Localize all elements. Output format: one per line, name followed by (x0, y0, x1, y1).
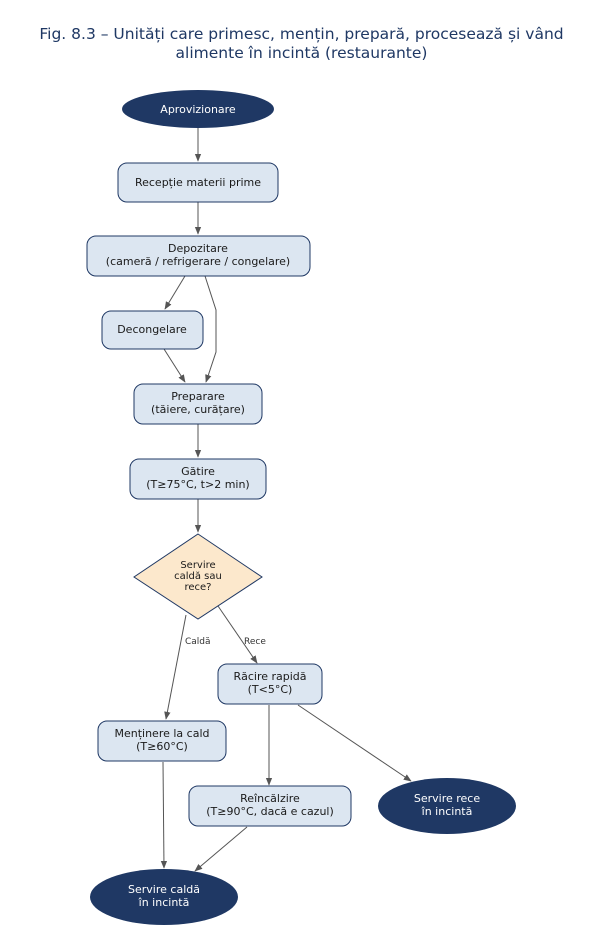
node-receptie-label: Recepție materii prime (135, 176, 261, 189)
node-preparare-line-1: Preparare (171, 390, 225, 403)
node-preparare-line-2: (tăiere, curățare) (151, 403, 245, 416)
figure-title: Fig. 8.3 – Unități care primesc, mențin,… (0, 25, 603, 63)
node-aprovizionare: Aprovizionare (122, 90, 274, 128)
edge-racire-servire-rece (297, 704, 412, 782)
node-decizie: Servire caldă sau rece? (133, 533, 263, 620)
node-servire-rece-line-2: în incintă (421, 805, 473, 818)
node-decizie-line-1: Servire (180, 560, 215, 571)
node-mentinere-line-1: Menținere la cald (114, 727, 209, 740)
edge-decongelare-preparare (163, 348, 186, 383)
node-depozitare: Depozitare (cameră / refrigerare / conge… (86, 235, 311, 277)
node-racire-line-2: (T<5°C) (248, 683, 293, 696)
node-decongelare-label: Decongelare (117, 323, 187, 336)
node-servire-calda-line-1: Servire caldă (128, 883, 200, 896)
figure-title-line-2: alimente în incintă (restaurante) (175, 44, 428, 62)
node-depozitare-line-1: Depozitare (168, 242, 228, 255)
node-servire-calda: Servire caldă în incintă (90, 869, 238, 925)
node-decongelare: Decongelare (101, 310, 204, 350)
edge-decizie-mentinere (164, 614, 187, 720)
node-servire-rece-line-1: Servire rece (414, 792, 480, 805)
edge-mentinere-servire-calda (160, 761, 168, 869)
node-mentinere: Menținere la cald (T≥60°C) (97, 720, 227, 762)
node-decizie-line-3: rece? (184, 582, 211, 593)
node-gatire: Gătire (T≥75°C, t>2 min) (129, 458, 267, 500)
edge-label-calda: Caldă (185, 637, 211, 647)
node-decizie-line-2: caldă sau (174, 571, 222, 582)
edge-depozitare-preparare (204, 275, 217, 383)
node-reincalzire: Reîncălzire (T≥90°C, dacă e cazul) (188, 785, 352, 827)
node-aprovizionare-label: Aprovizionare (160, 103, 236, 116)
node-racire: Răcire rapidă (T<5°C) (217, 663, 323, 705)
node-gatire-line-2: (T≥75°C, t>2 min) (146, 478, 249, 491)
node-reincalzire-line-1: Reîncălzire (240, 792, 300, 805)
node-gatire-line-1: Gătire (181, 465, 215, 478)
node-servire-rece: Servire rece în incintă (378, 778, 516, 834)
edge-label-rece: Rece (244, 637, 266, 647)
figure-title-line-1: Fig. 8.3 – Unități care primesc, mențin,… (39, 25, 564, 43)
edge-reincalzire-servire-calda (194, 826, 248, 872)
node-depozitare-line-2: (cameră / refrigerare / congelare) (106, 255, 290, 268)
node-racire-line-1: Răcire rapidă (233, 670, 306, 683)
node-servire-calda-line-2: în incintă (138, 896, 190, 909)
edge-decizie-racire (217, 605, 258, 664)
node-receptie: Recepție materii prime (117, 162, 279, 203)
node-preparare: Preparare (tăiere, curățare) (133, 383, 263, 425)
node-mentinere-line-2: (T≥60°C) (136, 740, 188, 753)
node-reincalzire-line-2: (T≥90°C, dacă e cazul) (206, 805, 334, 818)
edge-depozitare-decongelare (164, 275, 186, 310)
